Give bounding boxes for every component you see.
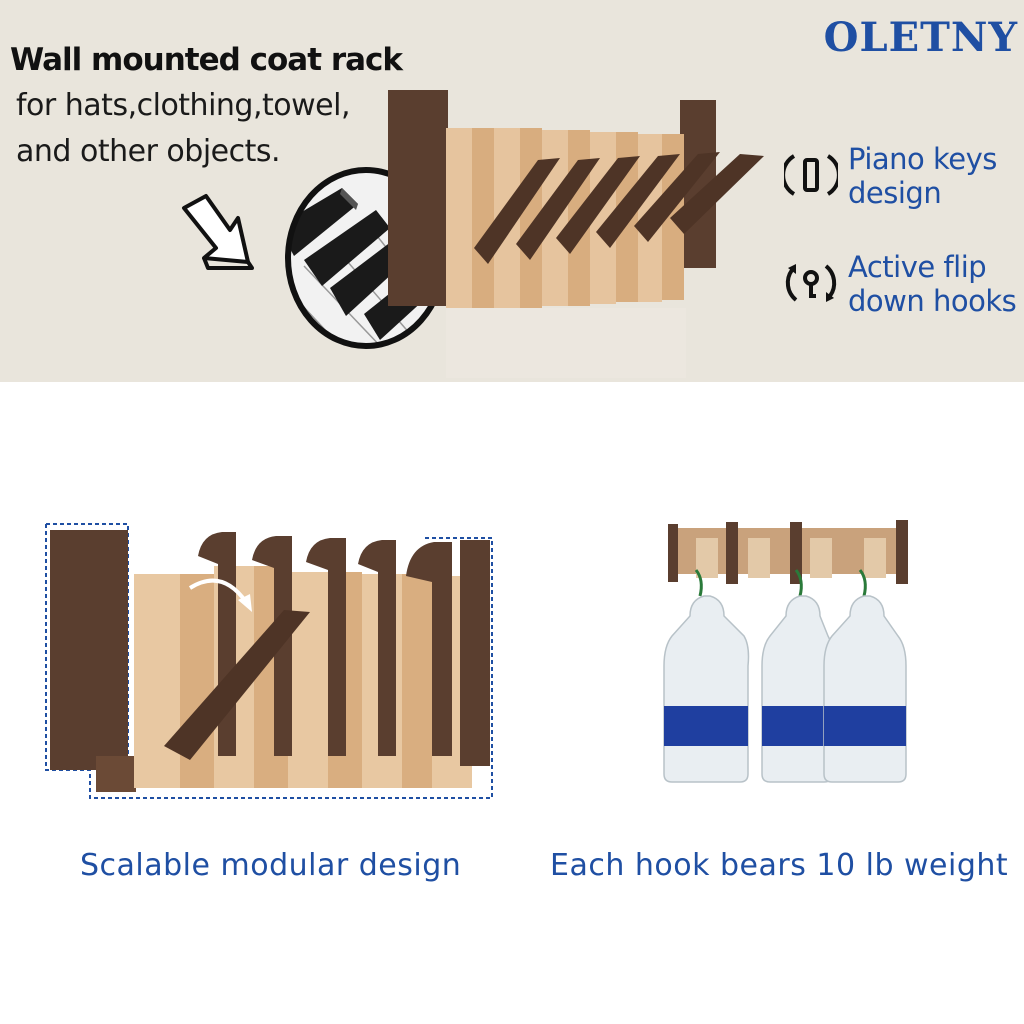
feature-1-line-1: Piano keys [848,142,997,176]
piano-key-icon [784,154,838,196]
caption-modular: Scalable modular design [80,848,462,883]
feature-2-line-1: Active flip [848,250,987,284]
bottles-weight-illustration [663,520,908,783]
subline-2: and other objects. [16,134,281,169]
bottle-2 [761,569,834,783]
subline-1: for hats,clothing,towel, [16,88,350,123]
feature-2-line-2: down hooks [848,284,1017,318]
caption-weight: Each hook bears 10 lb weight [550,848,1009,883]
coat-rack-product [388,90,764,378]
brand-logo: OLETNY [823,14,1018,61]
feature-flip-hooks: Active flip down hooks [784,250,1024,336]
arrow-icon [182,194,254,270]
flip-hook-icon [785,264,837,302]
headline: Wall mounted coat rack [10,42,403,78]
bottle-3 [823,569,907,783]
bottle-1 [663,569,750,783]
modular-rack-illustration [45,523,493,799]
feature-1-line-2: design [848,176,942,210]
feature-piano-keys: Piano keys design [784,142,1024,228]
